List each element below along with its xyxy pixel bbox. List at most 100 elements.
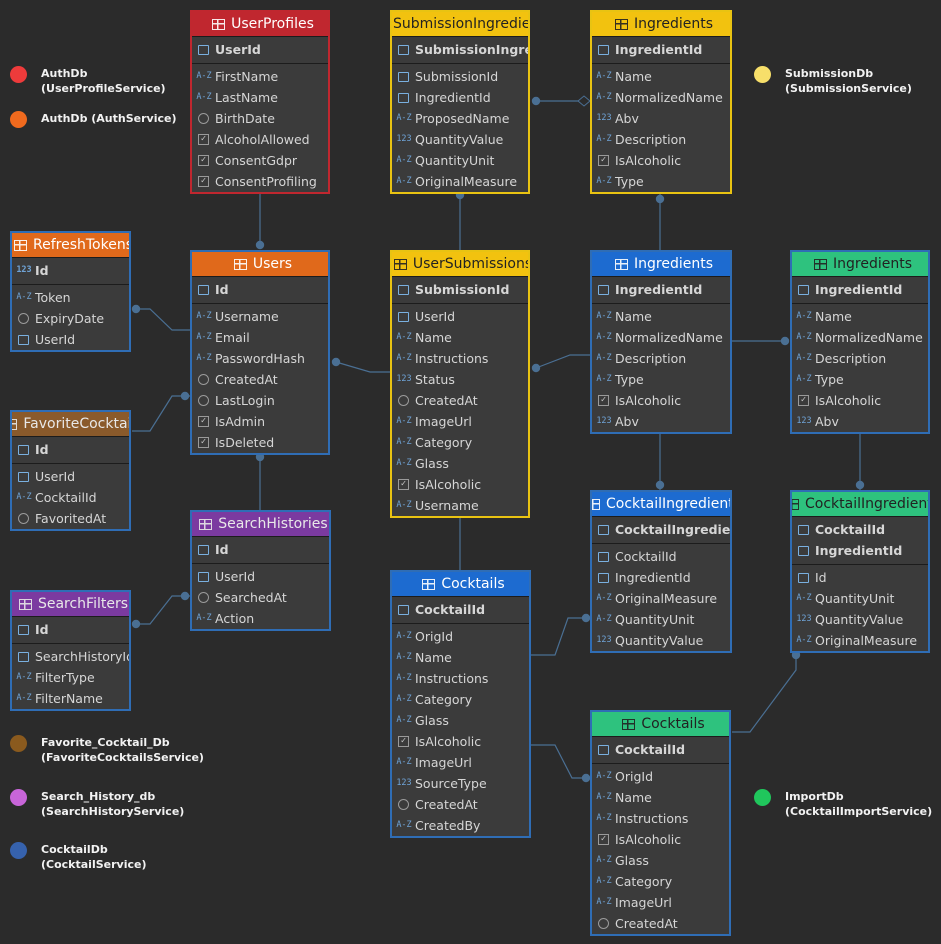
column-row[interactable]: CocktailId <box>392 599 529 620</box>
table-header[interactable]: Ingredients <box>792 252 928 277</box>
column-row[interactable]: LastLogin <box>192 390 328 411</box>
column-row[interactable]: ✓IsAlcoholic <box>592 150 730 171</box>
column-row[interactable]: ✓IsAlcoholic <box>592 390 730 411</box>
column-row[interactable]: BirthDate <box>192 108 328 129</box>
column-row[interactable]: UserId <box>192 39 328 60</box>
column-row[interactable]: ✓IsAlcoholic <box>392 731 529 752</box>
column-row[interactable]: IngredientId <box>592 567 730 588</box>
table-favorite-cocktails[interactable]: FavoriteCocktailsIdUserIdA-ZCocktailIdFa… <box>10 410 131 531</box>
column-row[interactable]: SubmissionId <box>392 279 528 300</box>
column-row[interactable]: CocktailId <box>592 546 730 567</box>
column-row[interactable]: CreatedAt <box>192 369 328 390</box>
table-header[interactable]: FavoriteCocktails <box>12 412 129 437</box>
column-row[interactable]: IngredientId <box>592 39 730 60</box>
column-row[interactable]: CreatedAt <box>392 390 528 411</box>
table-header[interactable]: SearchHistories <box>192 512 329 537</box>
column-row[interactable]: IngredientId <box>392 87 528 108</box>
column-row[interactable]: CreatedAt <box>592 913 729 934</box>
table-header[interactable]: Cocktails <box>392 572 529 597</box>
table-submission-ingredients[interactable]: SubmissionIngredientsSubmissionIngredien… <box>390 10 530 194</box>
column-row[interactable]: Id <box>12 619 129 640</box>
table-header[interactable]: CocktailIngredients <box>592 492 730 517</box>
column-row[interactable]: CocktailId <box>792 519 928 540</box>
column-row[interactable]: CreatedAt <box>392 794 529 815</box>
table-header[interactable]: UserSubmissions <box>392 252 528 277</box>
column-row[interactable]: FavoritedAt <box>12 508 129 529</box>
table-header[interactable]: Users <box>192 252 328 277</box>
column-row[interactable]: ✓IsDeleted <box>192 432 328 453</box>
table-header[interactable]: Cocktails <box>592 712 729 737</box>
column-row[interactable]: UserId <box>392 306 528 327</box>
column-row[interactable]: IngredientId <box>792 279 928 300</box>
table-cocktail-ingredients[interactable]: CocktailIngredientsCocktailIngredientIdC… <box>590 490 732 653</box>
column-row[interactable]: ✓ConsentGdpr <box>192 150 328 171</box>
table-header[interactable]: Ingredients <box>592 252 730 277</box>
column-row[interactable]: UserId <box>192 566 329 587</box>
column-row[interactable]: ExpiryDate <box>12 308 129 329</box>
column-row[interactable]: ✓IsAdmin <box>192 411 328 432</box>
table-header[interactable]: UserProfiles <box>192 12 328 37</box>
column-row[interactable]: UserId <box>12 329 129 350</box>
column-row[interactable]: SearchedAt <box>192 587 329 608</box>
column-row[interactable]: Id <box>792 567 928 588</box>
table-header[interactable]: RefreshTokens <box>12 233 129 258</box>
column-row[interactable]: Id <box>192 539 329 560</box>
column-row[interactable]: SubmissionId <box>392 66 528 87</box>
column-row[interactable]: ✓IsAlcoholic <box>792 390 928 411</box>
column-row[interactable]: IngredientId <box>592 279 730 300</box>
column-row[interactable]: SearchHistoryId <box>12 646 129 667</box>
column-row[interactable]: ✓AlcoholAllowed <box>192 129 328 150</box>
table-header[interactable]: CocktailIngredients <box>792 492 928 517</box>
